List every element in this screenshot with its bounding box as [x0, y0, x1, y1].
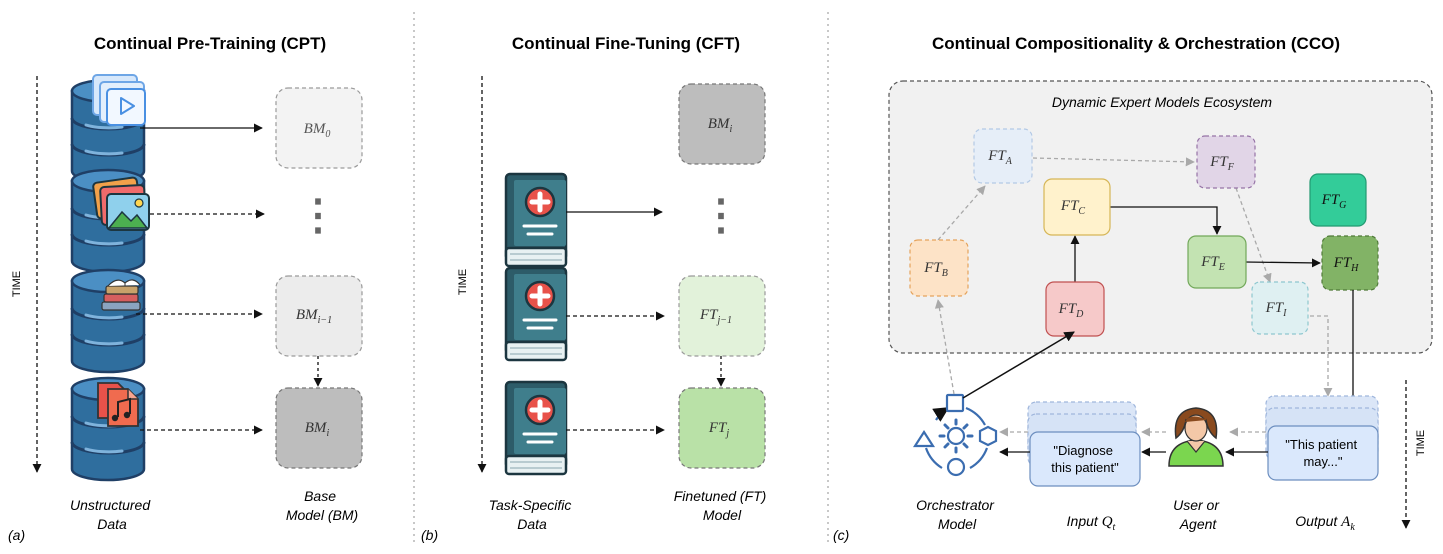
- output-text: "This patient may...": [1285, 437, 1360, 469]
- user-avatar-icon: [1168, 407, 1224, 467]
- panel-tag-c: (c): [833, 527, 849, 543]
- cft-left-caption: Task-Specific Data: [489, 497, 576, 532]
- input-card: [1029, 431, 1141, 487]
- edge-i-output: [1310, 315, 1333, 397]
- expert-label-a: FTA: [987, 148, 1013, 167]
- cft-ellipsis: ⋮: [700, 191, 742, 238]
- expert-label-e: FTE: [1200, 254, 1225, 273]
- image-file-icon: [92, 176, 150, 231]
- medical-book-icon: [506, 174, 566, 266]
- model-box-bm-prev: [275, 275, 363, 357]
- expert-node-d: [1045, 281, 1105, 337]
- panel-cpt: Continual Pre-Training (CPT) TIME: [8, 34, 363, 543]
- orchestrator-icon: [912, 393, 998, 477]
- cft-time-label: TIME: [457, 269, 469, 295]
- expert-node-c: [1043, 178, 1111, 236]
- cpt-right-caption: Base Model (BM): [286, 488, 358, 523]
- ecosystem-label: Dynamic Expert Models Ecosystem: [1052, 94, 1273, 110]
- cft-title: Continual Fine-Tuning (CFT): [512, 34, 740, 53]
- medical-book-icon: [506, 268, 566, 360]
- audio-file-icon: [97, 382, 139, 427]
- expert-label-c: FTC: [1060, 198, 1086, 217]
- expert-node-a: [973, 128, 1033, 184]
- expert-label-b: FTB: [923, 260, 948, 279]
- edge-a-f: [1032, 157, 1195, 167]
- model-box-bm0: [275, 87, 363, 169]
- cpt-time-label: TIME: [11, 271, 23, 297]
- model-label-bm-i: BMi: [305, 420, 330, 439]
- user-caption: User or Agent: [1173, 497, 1223, 532]
- model-box-ft-prev: [678, 275, 766, 357]
- expert-node-f: [1196, 135, 1256, 189]
- expert-node-h: [1321, 235, 1379, 291]
- output-caption: Output Ak: [1295, 513, 1355, 533]
- edge-e-h: [1244, 258, 1321, 268]
- model-label-bm0: BM0: [304, 121, 331, 140]
- model-box-ft-j: [678, 387, 766, 469]
- output-card: [1267, 425, 1379, 481]
- cco-title: Continual Compositionality & Orchestrati…: [932, 34, 1340, 53]
- expert-node-e: [1187, 235, 1247, 289]
- model-box-bm-i: [275, 387, 363, 469]
- cpt-title: Continual Pre-Training (CPT): [94, 34, 326, 53]
- model-label-bm-prev: BMi−1: [296, 307, 332, 326]
- orchestrator-caption: Orchestrator Model: [916, 497, 998, 532]
- books-icon: [101, 279, 141, 311]
- model-label-ft-prev: FTj−1: [699, 307, 732, 326]
- medical-book-icon: [506, 382, 566, 474]
- panel-cft: Continual Fine-Tuning (CFT) TIME BMi ⋮ F…: [421, 34, 770, 543]
- panel-cco: Continual Compositionality & Orchestrati…: [833, 34, 1433, 543]
- expert-node-i: [1251, 281, 1309, 335]
- edge-orch-d: [962, 331, 1075, 399]
- edge-f-i: [1235, 187, 1272, 283]
- cco-time-label: TIME: [1415, 430, 1427, 456]
- cpt-ellipsis: ⋮: [297, 191, 339, 238]
- expert-label-g: FTG: [1321, 192, 1347, 211]
- cft-right-caption: Finetuned (FT) Model: [674, 488, 770, 523]
- expert-node-g: [1309, 173, 1367, 227]
- input-text: "Diagnose this patient": [1051, 443, 1119, 475]
- edge-orch-b: [934, 299, 955, 395]
- model-label-ft-j: FTj: [708, 420, 730, 439]
- cpt-left-caption: Unstructured Data: [70, 497, 154, 532]
- expert-label-f: FTF: [1209, 154, 1235, 173]
- expert-label-d: FTD: [1058, 301, 1085, 320]
- edge-b-a: [937, 185, 986, 241]
- expert-node-b: [909, 239, 969, 297]
- expert-label-h: FTH: [1333, 255, 1360, 274]
- video-file-icon: [92, 74, 146, 126]
- input-caption: Input Qt: [1067, 513, 1116, 533]
- model-label-bm-i: BMi: [708, 116, 733, 135]
- expert-label-i: FTI: [1265, 300, 1288, 319]
- edge-c-e: [1110, 206, 1222, 235]
- panel-tag-a: (a): [8, 527, 25, 543]
- panel-tag-b: (b): [421, 527, 438, 543]
- model-box-bm-i: [678, 83, 766, 165]
